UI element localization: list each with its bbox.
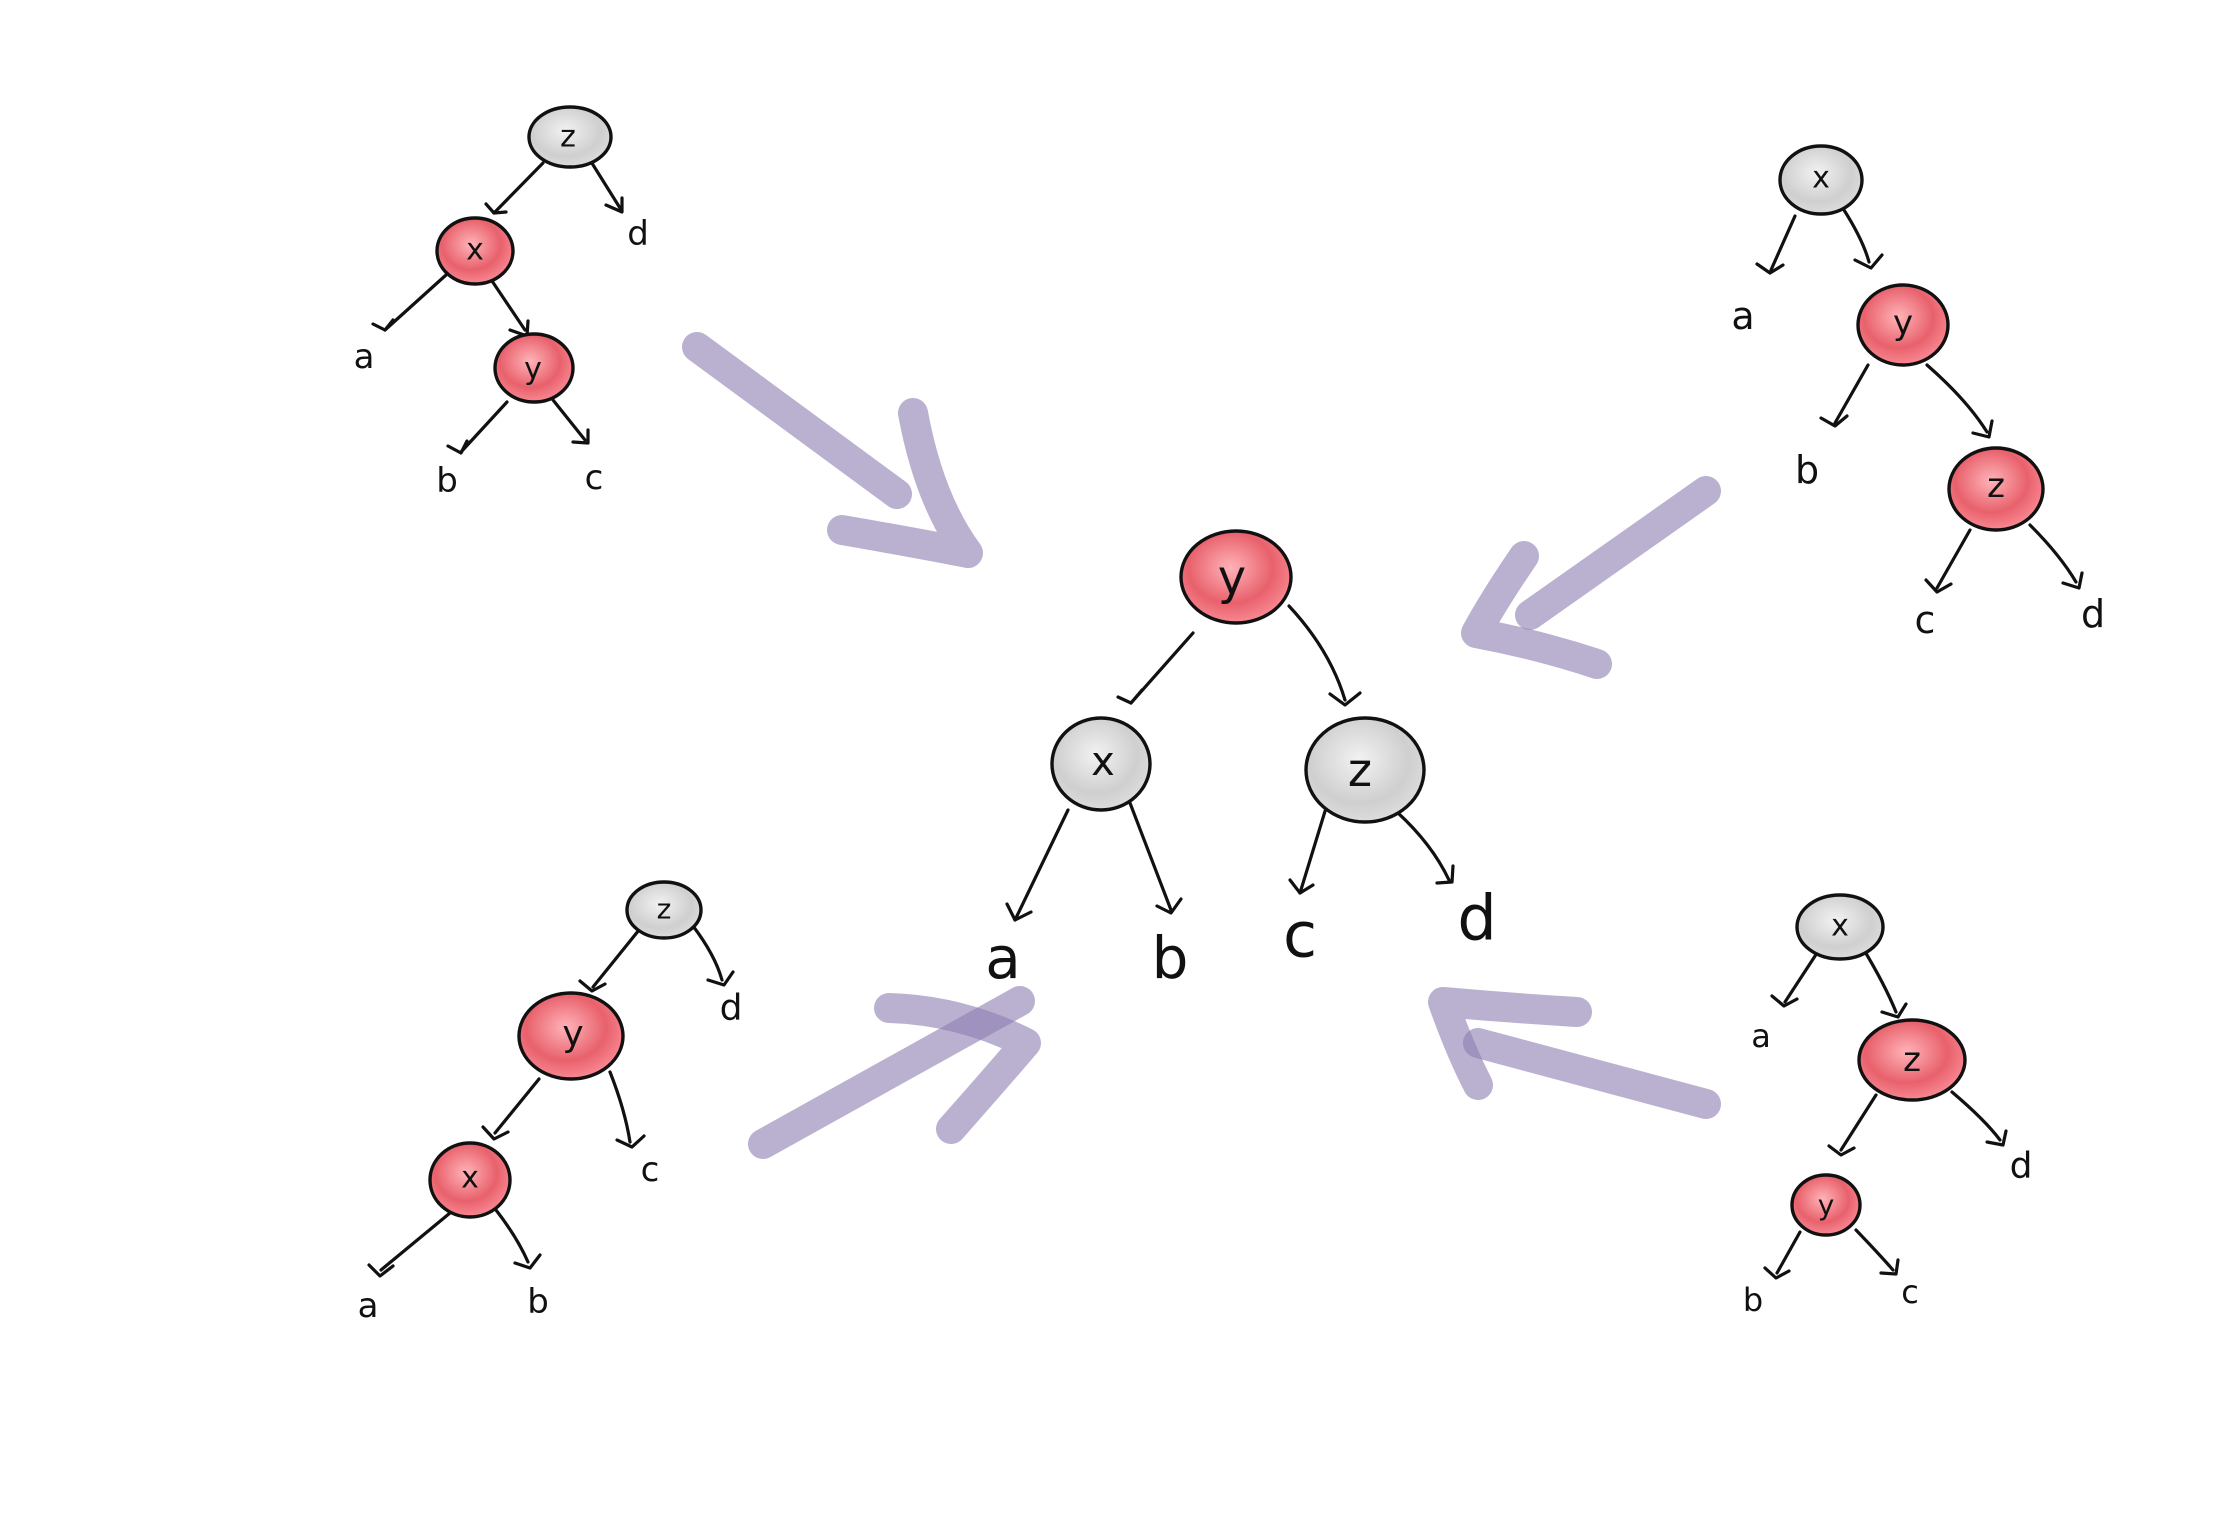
- bl-node-x: x: [428, 1141, 512, 1219]
- bl-node-z: z: [625, 880, 703, 940]
- tr-node-x-label: x: [1812, 161, 1830, 196]
- tr-node-x: x: [1778, 144, 1864, 216]
- tree-top-right: x y z a b c d: [1731, 144, 2105, 642]
- tl-leaf-c: c: [585, 458, 604, 498]
- tr-node-z: z: [1947, 446, 2045, 532]
- tr-node-y: y: [1856, 283, 1950, 367]
- tl-leaf-d: d: [627, 214, 649, 254]
- center-node-x: x: [1050, 716, 1152, 812]
- tl-node-z: z: [527, 105, 613, 169]
- br-leaf-d: d: [2010, 1146, 2033, 1187]
- bl-leaf-b: b: [527, 1282, 549, 1322]
- br-node-y: y: [1790, 1173, 1862, 1237]
- bl-node-y-label: y: [562, 1014, 583, 1055]
- arrow-top-left: [682, 332, 983, 568]
- br-leaf-b: b: [1743, 1281, 1763, 1319]
- center-leaf-b: b: [1152, 924, 1189, 992]
- br-node-z: z: [1857, 1018, 1967, 1102]
- bl-node-x-label: x: [461, 1161, 479, 1196]
- arrow-bottom-left: [748, 986, 1041, 1159]
- tr-leaf-b: b: [1795, 448, 1819, 492]
- tree-bottom-right: x z y a b c d: [1743, 893, 2033, 1319]
- center-node-x-label: x: [1091, 739, 1115, 785]
- bl-leaf-a: a: [358, 1286, 379, 1326]
- br-node-y-label: y: [1818, 1189, 1835, 1222]
- br-node-z-label: z: [1903, 1040, 1921, 1080]
- bl-node-z-label: z: [657, 893, 672, 926]
- tl-node-z-label: z: [560, 120, 576, 155]
- tl-node-y: y: [493, 332, 575, 404]
- tree-top-left: z x y a b c d: [354, 105, 649, 501]
- center-node-y-label: y: [1218, 550, 1246, 606]
- center-node-y: y: [1179, 529, 1293, 625]
- bl-leaf-d: d: [720, 988, 743, 1029]
- tl-node-x: x: [435, 216, 515, 286]
- center-leaf-a: a: [985, 924, 1021, 992]
- br-node-x-label: x: [1831, 909, 1849, 944]
- br-node-x: x: [1795, 893, 1885, 961]
- center-leaf-d: d: [1457, 882, 1496, 955]
- tree-bottom-left: z y x a b c d: [358, 880, 743, 1326]
- tr-node-y-label: y: [1893, 303, 1913, 343]
- center-leaf-c: c: [1283, 899, 1317, 972]
- tl-node-y-label: y: [524, 352, 542, 387]
- tl-leaf-b: b: [436, 461, 458, 501]
- br-leaf-a: a: [1751, 1017, 1771, 1055]
- center-node-z: z: [1304, 716, 1426, 824]
- arrow-top-right: [1461, 476, 1721, 679]
- tr-leaf-c: c: [1915, 598, 1936, 642]
- bl-leaf-c: c: [641, 1150, 660, 1190]
- center-node-z-label: z: [1348, 743, 1372, 797]
- tr-node-z-label: z: [1987, 466, 2005, 506]
- tl-leaf-a: a: [354, 337, 375, 377]
- br-leaf-c: c: [1901, 1273, 1919, 1311]
- tr-leaf-a: a: [1731, 294, 1754, 338]
- bl-node-y: y: [517, 991, 625, 1081]
- tr-leaf-d: d: [2081, 592, 2105, 636]
- center-tree: y x z a b c d: [985, 529, 1497, 992]
- tl-node-x-label: x: [466, 233, 484, 268]
- arrow-bottom-right: [1428, 987, 1721, 1119]
